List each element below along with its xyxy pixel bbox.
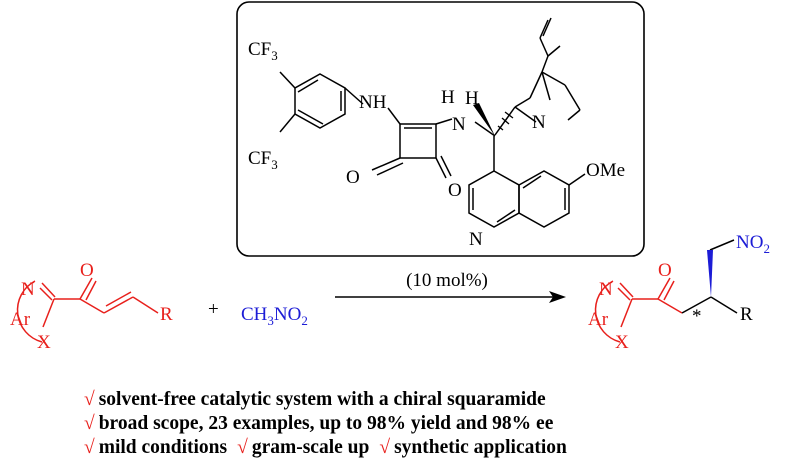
- bridge-n-label: N: [452, 114, 466, 135]
- h-wedge: [473, 103, 495, 136]
- bridge-h-label: H: [441, 87, 455, 108]
- quinuclidine-n-label: N: [532, 112, 546, 133]
- product-ar-label: Ar: [588, 309, 609, 330]
- highlight-1: √solvent-free catalytic system with a ch…: [84, 388, 744, 412]
- nh-label: NH: [359, 92, 387, 113]
- plus-sign: +: [208, 299, 219, 320]
- product-no2-label: NO2: [736, 232, 770, 256]
- product-n-label: N: [599, 279, 613, 300]
- ome-label: OMe: [586, 160, 625, 181]
- reactant-structure: [16, 277, 159, 343]
- highlight-text: solvent-free catalytic system with a chi…: [98, 389, 546, 410]
- highlight-3: √mild conditions√gram-scale up√synthetic…: [84, 436, 744, 460]
- highlight-text: mild conditions: [98, 437, 228, 458]
- reaction-arrowhead: [549, 291, 566, 303]
- quinoline-ring-b: [518, 170, 570, 228]
- nitromethane-label: CH3NO2: [241, 304, 308, 328]
- reactant-x-label: X: [37, 332, 51, 353]
- highlights-list: √solvent-free catalytic system with a ch…: [84, 388, 744, 460]
- cf3-bottom-label: CF3: [248, 148, 278, 172]
- highlight-text: broad scope, 23 examples, up to 98% yiel…: [98, 413, 554, 434]
- reactant-r-label: R: [160, 304, 173, 325]
- reactant-o-label: O: [80, 260, 94, 281]
- stereo-h-label: H: [465, 88, 479, 109]
- quinoline-n-label: N: [469, 229, 483, 250]
- stereocenter-star: *: [692, 306, 702, 327]
- check-mark-icon: √: [84, 413, 95, 434]
- catalyst-loading: (10 mol%): [406, 270, 488, 291]
- check-mark-icon: √: [379, 437, 391, 458]
- check-mark-icon: √: [84, 437, 95, 458]
- oxo-2-label: O: [448, 180, 462, 201]
- highlight-2: √broad scope, 23 examples, up to 98% yie…: [84, 412, 744, 436]
- check-mark-icon: √: [84, 389, 95, 410]
- product-o-label: O: [658, 260, 672, 281]
- product-wedge: [707, 250, 713, 297]
- product-structure: [594, 239, 738, 343]
- oxo-1-label: O: [346, 167, 360, 188]
- reaction-scheme: CF3 CF3 NH H N H N O O OMe N N O Ar X R …: [10, 1, 770, 353]
- highlight-text: gram-scale up: [251, 437, 370, 458]
- reactant-ar-label: Ar: [10, 309, 31, 330]
- reactant-n-label: N: [21, 279, 35, 300]
- hash-bond: [497, 111, 514, 131]
- catalyst-frame: [236, 1, 645, 257]
- check-mark-icon: √: [237, 437, 248, 458]
- product-r-label: R: [740, 304, 753, 325]
- product-x-label: X: [615, 332, 629, 353]
- cf3-top-label: CF3: [248, 39, 278, 63]
- highlight-text: synthetic application: [394, 437, 567, 458]
